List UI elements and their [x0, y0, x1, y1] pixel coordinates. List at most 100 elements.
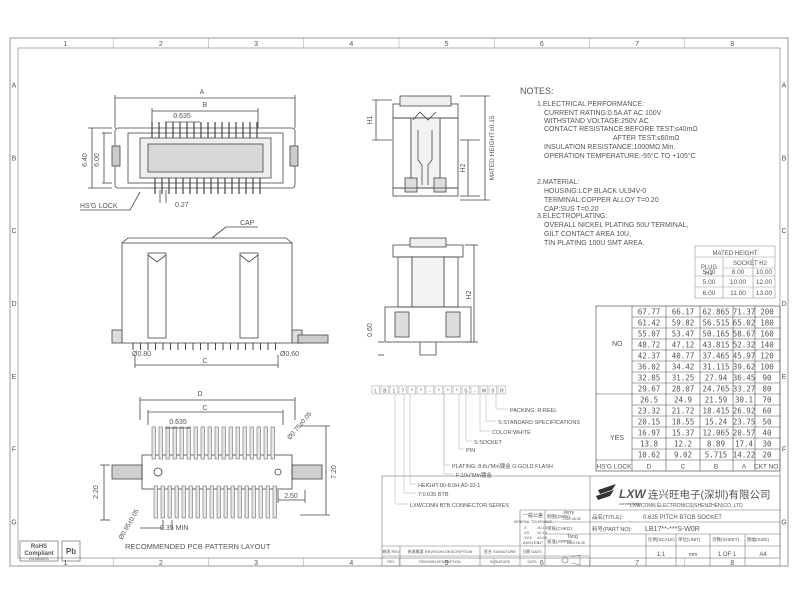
dim-table-cell: 100 — [760, 363, 774, 372]
mated-cell: 6.00 — [703, 290, 716, 297]
dim-table-cell: 30 — [762, 440, 772, 449]
appd-date: 2022.06.08 — [567, 541, 585, 545]
tolerance-key: .X — [523, 525, 527, 530]
part-code-box — [443, 385, 453, 395]
pcb-pad — [151, 426, 156, 460]
rev-header: 签名 SIGNATURE — [484, 548, 516, 554]
dim-table-cell: 71.37 — [733, 308, 756, 317]
border-col-label: 7 — [635, 41, 639, 48]
part-code-box — [434, 385, 444, 395]
rev-header: 修改 REV — [382, 548, 400, 554]
size-value: A4 — [759, 552, 767, 558]
title-label: 品名(TITLE): — [592, 513, 624, 521]
pcb-pad — [209, 485, 214, 519]
mated-socket-header: SOCKET H2 — [733, 261, 768, 267]
pcb-pad — [174, 485, 179, 519]
pcb-pad — [188, 485, 193, 519]
logo-sub: connectivity — [619, 501, 640, 506]
tolerance-key: .XXX — [523, 535, 532, 540]
pcb-pad — [158, 426, 163, 460]
border-row-label: G — [11, 520, 16, 527]
dim-b: B — [203, 102, 208, 109]
part-code-box — [425, 385, 435, 395]
border-row-label: C — [11, 228, 16, 235]
dim-table-cell: 33.27 — [733, 385, 756, 394]
pcb-pad — [230, 485, 235, 519]
dim-6-00: 6.00 — [94, 153, 101, 167]
pcb-pad — [193, 426, 198, 460]
dim-table-cell: 24.9 — [674, 396, 692, 405]
dim-table-cell: 20.15 — [638, 418, 661, 427]
border-col-label: 1 — [64, 41, 68, 48]
dim-table-footer: CKT NO. — [754, 464, 780, 471]
border-row-label: G — [781, 520, 786, 527]
scale-label: 比例(SCALE) — [648, 536, 675, 543]
dim-table-cell: 55.07 — [638, 330, 661, 339]
dim-h1: H1 — [367, 115, 374, 124]
tolerance-title: 一般公差 — [523, 512, 543, 519]
dim-table-cell: 52.32 — [733, 341, 756, 350]
appd-label: 核准(APPD): — [547, 538, 573, 545]
pcb-pad — [249, 426, 254, 460]
part-code-callout: PLATING: 8:8u"Min镀金 G:GOLD FLASH — [452, 462, 553, 470]
dim-table-cell: 200 — [760, 308, 774, 317]
border-col-label: 3 — [254, 560, 258, 567]
dim-table-cell: 23.75 — [733, 418, 756, 427]
pcb-pad — [251, 485, 256, 519]
dim-table-cell: 90 — [762, 374, 772, 383]
border-col-label: 6 — [540, 41, 544, 48]
mated-cell: 8.00 — [732, 269, 745, 276]
rev-header-en: REV — [387, 560, 395, 564]
pcb-pad — [228, 426, 233, 460]
pcb-pad — [172, 426, 177, 460]
part-code-callout: HEIGHT:00-8.0H,A0-10-1 — [418, 483, 480, 489]
note-line: CAP:SUS T=0.20 — [544, 206, 599, 213]
part-code-box — [389, 385, 399, 395]
dim-table-cell: 32.85 — [638, 374, 661, 383]
note-line: OPERATION TEMPERATURE:-55°C TO +105°C — [544, 152, 696, 160]
pn-label: 料号(PART NO): — [592, 525, 633, 533]
pcb-pad — [165, 426, 170, 460]
dim-table-cell: 58.67 — [733, 330, 756, 339]
border-col-label: 6 — [540, 560, 544, 567]
title-block — [381, 475, 781, 567]
dim-table-cell: 36.02 — [638, 363, 661, 372]
sheet-label: 页数(SHEET) — [712, 536, 740, 543]
border-col-label: 8 — [730, 41, 734, 48]
dim-table-frame — [595, 305, 781, 472]
part-code-callout: PACKING: R:REEL — [510, 408, 557, 414]
tolerance-sub: GENERAL TOLERANCE — [514, 520, 554, 524]
part-code-callout: LXWCONN BTB CONNECTOR SERIES — [410, 503, 509, 509]
dim-table-cell: 31.25 — [672, 374, 695, 383]
company-en: LXWCONN ELECTRONICS(SHENZHEN)CO.,LTD — [630, 503, 743, 509]
dim-table-cell: 14.22 — [733, 451, 756, 460]
rohs-line1: RoHS — [31, 544, 47, 550]
side-view — [372, 95, 490, 201]
dim-table-cell: 50.165 — [702, 330, 729, 339]
dim-h2-2: H2 — [466, 290, 473, 299]
mated-cell: 13.00 — [756, 290, 773, 297]
part-code-char: - — [429, 389, 431, 395]
cap-label: CAP — [240, 220, 255, 227]
pcb-pad — [167, 485, 172, 519]
pcb-dim-d: D — [197, 391, 202, 398]
mated-height-table — [694, 245, 776, 299]
dim-table-cell: 59.82 — [672, 319, 695, 328]
dim-table-cell: 29.67 — [638, 385, 661, 394]
dim-table-footer: B — [714, 464, 718, 471]
dim-table-cell: 80 — [762, 385, 772, 394]
pcb-pad — [160, 485, 165, 519]
dim-table-cell: 9.02 — [674, 451, 692, 460]
border-row-label: B — [12, 155, 17, 162]
rev-header: 修改概要 REVISION DESCRIPTION — [408, 548, 473, 554]
chkd-label: 审核(CHKD): — [547, 525, 573, 532]
sheet-value: 1 OF 1 — [718, 552, 737, 558]
mated-cell: 5.00 — [703, 269, 716, 276]
part-code-box — [371, 385, 381, 395]
dim-table-cell: 20 — [762, 451, 772, 460]
note-line: AFTER TEST:≤60mΩ — [613, 135, 680, 142]
pb-symbol: Pb — [66, 547, 76, 556]
